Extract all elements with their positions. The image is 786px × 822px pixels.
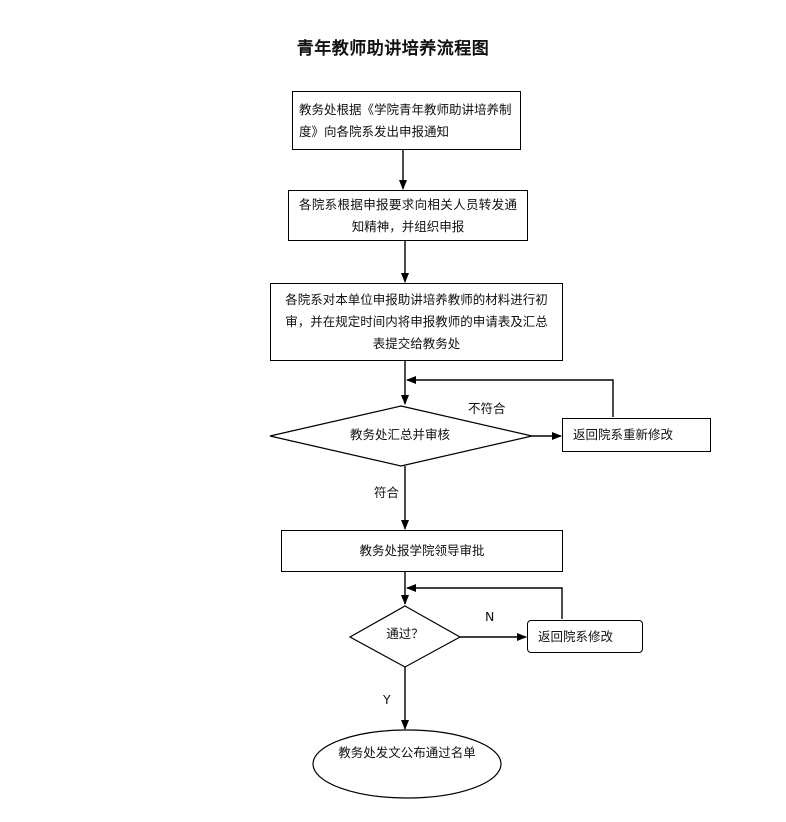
decision-pass-diamond xyxy=(348,605,462,668)
loop-return2-to-step4 xyxy=(406,584,563,619)
page-title: 青年教师助讲培养流程图 xyxy=(296,39,490,59)
step-notice-box: 教务处根据《学院青年教师助讲培养制度》向各院系发出申报通知 xyxy=(292,91,521,150)
label-yes: Y xyxy=(383,692,391,707)
step-notice-text: 教务处根据《学院青年教师助讲培养制度》向各院系发出申报通知 xyxy=(299,101,512,139)
step-leader-approval-box: 教务处报学院领导审批 xyxy=(281,530,563,572)
loop-return1-to-step3 xyxy=(406,376,614,417)
step-forward-text: 各院系根据申报要求向相关人员转发通知精神，并组织申报 xyxy=(299,196,517,234)
return-revise-box: 返回院系重新修改 xyxy=(562,418,711,452)
end-text: 教务处发文公布通过名单 xyxy=(337,742,477,764)
end-oval xyxy=(312,729,502,799)
return-modify-text: 返回院系修改 xyxy=(538,628,614,644)
return-modify-box: 返回院系修改 xyxy=(527,620,643,653)
step-preliminary-review-text: 各院系对本单位申报助讲培养教师的材料进行初审，并在规定时间内将申报教师的申请表及… xyxy=(285,292,548,351)
decision-review-diamond xyxy=(269,405,533,467)
label-compliant: 符合 xyxy=(374,485,400,500)
end-text-content: 教务处发文公布通过名单 xyxy=(338,745,476,760)
decision-review-text: 教务处汇总并审核 xyxy=(349,427,450,442)
step-leader-approval-text: 教务处报学院领导审批 xyxy=(359,543,485,558)
label-not-compliant: 不符合 xyxy=(468,401,506,416)
step-forward-box: 各院系根据申报要求向相关人员转发通知精神，并组织申报 xyxy=(288,190,528,241)
label-no: N xyxy=(485,609,495,624)
decision-pass-text: 通过？ xyxy=(386,626,424,641)
return-revise-text: 返回院系重新修改 xyxy=(573,427,674,442)
step-preliminary-review-box: 各院系对本单位申报助讲培养教师的材料进行初审，并在规定时间内将申报教师的申请表及… xyxy=(270,283,563,361)
